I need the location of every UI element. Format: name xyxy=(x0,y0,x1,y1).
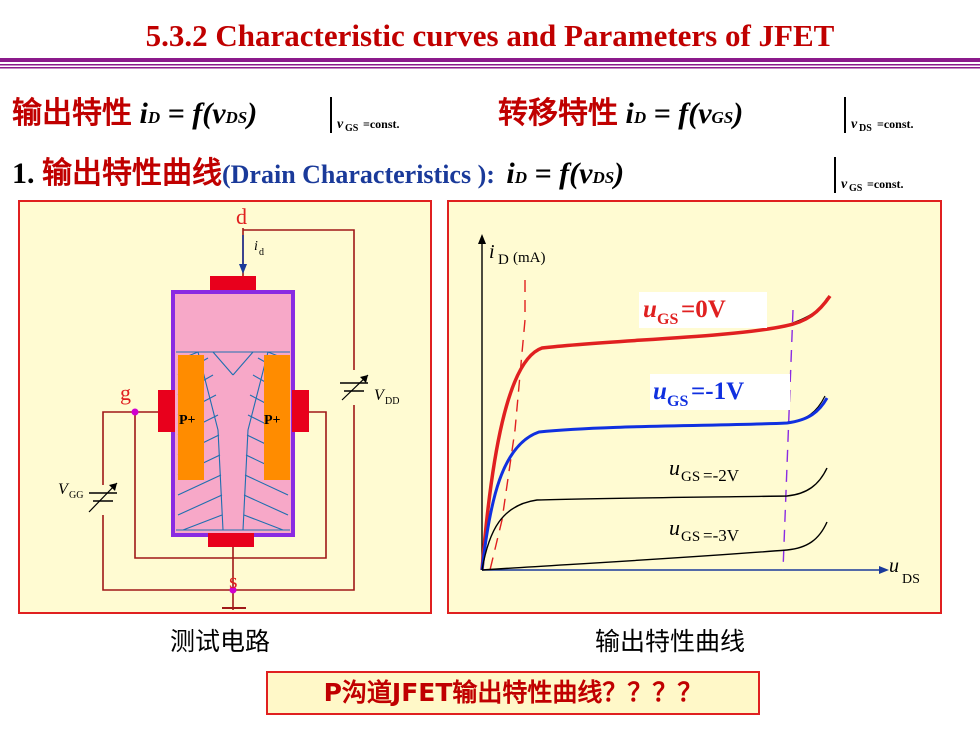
eq-ds: DS xyxy=(225,108,248,127)
cond-ds: DS xyxy=(859,123,872,134)
gate-contact-right xyxy=(292,390,309,432)
curve-2v-label-sub: GS xyxy=(681,469,700,485)
y-axis-label-sub: D xyxy=(498,252,509,268)
cond-v-2: v xyxy=(851,117,858,132)
gate-label: g xyxy=(120,380,131,405)
curve-1v-label-u: u xyxy=(653,378,667,405)
transfer-condition: v DS =const. xyxy=(844,97,914,134)
pinch-off-boundary xyxy=(489,280,526,571)
curve-3v-label-value: =-3V xyxy=(703,526,740,545)
y-axis-arrow xyxy=(478,234,486,244)
teq-close: ) xyxy=(733,97,744,130)
source-contact xyxy=(208,533,254,547)
x-axis-arrow xyxy=(879,566,889,574)
vdd-label: V xyxy=(374,387,386,404)
p-plus-right-label: P+ xyxy=(264,413,281,428)
seq-ds: DS xyxy=(592,168,615,187)
vgg-label: V xyxy=(58,481,70,498)
gate-node xyxy=(131,408,139,416)
cond-v-1: v xyxy=(337,117,344,132)
drain-label: d xyxy=(236,204,247,229)
teq-body: = f(v xyxy=(653,97,712,130)
transfer-line: 转移特性 iD = f(vGS) xyxy=(498,88,743,132)
question-box: P沟道JFET输出特性曲线？？？？ xyxy=(266,671,760,715)
cond-const-3: =const. xyxy=(867,177,904,191)
label-1v-bg xyxy=(650,374,790,410)
seq-close: ) xyxy=(614,157,625,190)
section-eq: iD = f(vDS) xyxy=(506,157,624,190)
breakdown-boundary xyxy=(782,309,794,571)
label-0v-bg xyxy=(639,292,767,328)
x-axis-label: u xyxy=(889,555,899,577)
cond-v-3: v xyxy=(841,177,848,192)
p-plus-right xyxy=(264,355,290,480)
cond-gs: GS xyxy=(345,123,359,134)
curve-0v-label-sub: GS xyxy=(657,311,678,328)
transfer-characteristic-label: 转移特性 xyxy=(498,96,618,131)
test-circuit-diagram: d g s i d P+ P+ V DD V GG xyxy=(58,204,399,610)
section-number: 1. xyxy=(12,157,35,190)
curve-3v-label-u: u xyxy=(669,515,680,540)
teq-i: i xyxy=(625,97,634,130)
curve-2v-label-u: u xyxy=(669,455,680,480)
vgg-source xyxy=(88,482,118,513)
source-node xyxy=(229,586,237,594)
section-en-title: (Drain Characteristics ): xyxy=(222,160,495,189)
curve-2v-label-value: =-2V xyxy=(703,466,740,485)
section-cn-title: 输出特性曲线 xyxy=(42,156,222,191)
page-title: 5.3.2 Characteristic curves and Paramete… xyxy=(145,18,835,53)
vdd-sub: DD xyxy=(385,396,399,407)
output-eq: iD = f(vDS) xyxy=(140,97,258,130)
curve-3v xyxy=(481,521,828,571)
transfer-eq: iD = f(vGS) xyxy=(626,97,744,130)
y-axis-label: i xyxy=(489,241,495,263)
current-arrow-head xyxy=(239,264,247,274)
cond-const-1: =const. xyxy=(363,117,400,131)
curves-caption: 输出特性曲线 xyxy=(594,627,745,656)
section-heading: 1. 输出特性曲线(Drain Characteristics ): iD = … xyxy=(12,148,624,192)
curve-1v-label-value: =-1V xyxy=(691,378,744,405)
curve-0v-label-u: u xyxy=(643,296,657,323)
vdd-source xyxy=(340,374,369,401)
output-characteristics-chart: i D (mA) u DS u GS =0V u GS =-1V u GS =-… xyxy=(478,234,920,587)
curve-1v xyxy=(480,397,829,571)
current-sub: d xyxy=(259,247,264,258)
output-condition: v GS =const. xyxy=(330,97,400,134)
eq-close: ) xyxy=(247,97,258,130)
seq-i: i xyxy=(506,157,515,190)
cond-gs-3: GS xyxy=(849,183,863,194)
teq-d: D xyxy=(633,108,647,127)
eq-d: D xyxy=(147,108,161,127)
vgg-sub: GG xyxy=(69,490,83,501)
p-plus-left xyxy=(178,355,204,480)
definitions-line: 输出特性 iD = f(vDS) xyxy=(12,88,257,132)
x-axis-label-sub: DS xyxy=(902,572,920,587)
seq-d: D xyxy=(514,168,528,187)
curve-1v-label-sub: GS xyxy=(667,393,688,410)
cond-const-2: =const. xyxy=(877,117,914,131)
title-underline xyxy=(0,58,980,69)
curve-0v xyxy=(480,295,832,571)
current-label: i xyxy=(254,239,258,254)
p-plus-left-label: P+ xyxy=(179,413,196,428)
eq-body: = f(v xyxy=(167,97,226,130)
curve-2v xyxy=(481,467,828,571)
section-condition: v GS =const. xyxy=(834,157,904,194)
circuit-wires xyxy=(102,228,355,610)
source-label: s xyxy=(229,568,238,593)
y-axis-unit: (mA) xyxy=(513,250,546,266)
curve-3v-label-sub: GS xyxy=(681,529,700,545)
seq-body: = f(v xyxy=(534,157,593,190)
curve-0v-label-value: =0V xyxy=(681,296,726,323)
eq-i: i xyxy=(139,97,148,130)
output-characteristic-label: 输出特性 xyxy=(12,96,132,131)
drain-contact xyxy=(210,276,256,290)
circuit-caption: 测试电路 xyxy=(169,627,270,656)
gate-contact-left xyxy=(158,390,175,432)
teq-gs: GS xyxy=(711,108,734,127)
